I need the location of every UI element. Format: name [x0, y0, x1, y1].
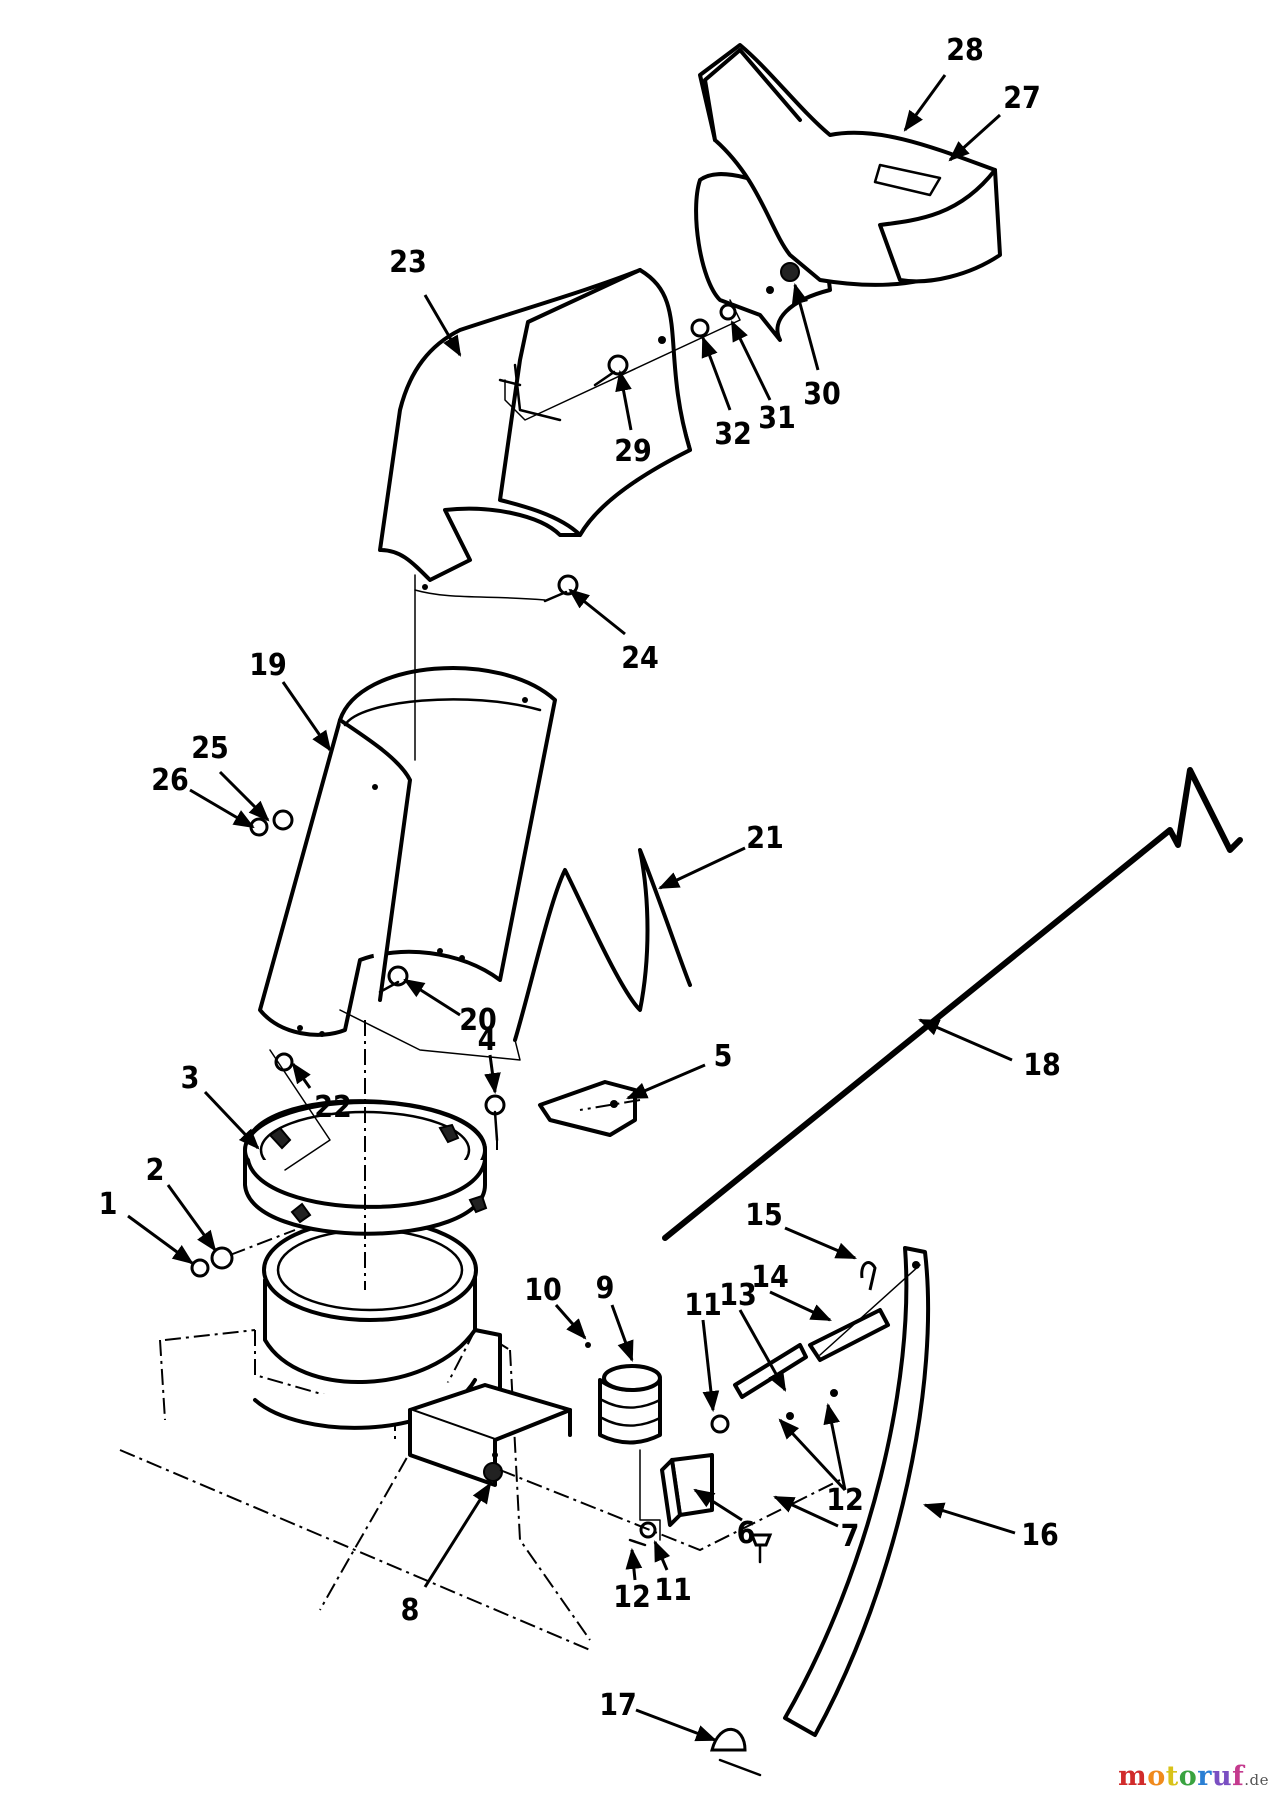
callout-22: 22 [314, 1090, 352, 1125]
pivot-bracket [538, 1080, 637, 1137]
watermark-letter: f [1232, 1761, 1245, 1792]
chute-base-adapter [253, 1218, 502, 1430]
callout-12-right: 12 [826, 1483, 864, 1518]
callout-11-upper: 11 [684, 1288, 722, 1323]
callout-16: 16 [1021, 1518, 1059, 1553]
callout-leaders [127, 74, 1016, 1742]
watermark-letter: o [1147, 1761, 1166, 1792]
chute-spring-wire [513, 848, 692, 1042]
watermark-letter: o [1178, 1761, 1198, 1792]
callout-11-lower: 11 [654, 1573, 692, 1608]
callout-23: 23 [389, 245, 427, 280]
callout-24: 24 [621, 641, 659, 676]
callout-2: 2 [146, 1153, 165, 1188]
callout-18: 18 [1023, 1048, 1061, 1083]
callout-19: 19 [249, 648, 287, 683]
upper-chute [378, 268, 692, 590]
callout-9: 9 [596, 1271, 615, 1306]
watermark-suffix: .de [1244, 1771, 1269, 1789]
callout-32: 32 [714, 417, 752, 452]
fasteners [190, 303, 838, 1777]
callout-10: 10 [524, 1273, 562, 1308]
callout-21: 21 [746, 821, 784, 856]
callout-1: 1 [99, 1187, 118, 1222]
callout-27: 27 [1003, 81, 1041, 116]
control-rod [662, 767, 1243, 1241]
callout-12-lower: 12 [613, 1580, 651, 1615]
callout-14: 14 [751, 1260, 789, 1295]
callout-13: 13 [719, 1278, 757, 1313]
callout-25: 25 [191, 731, 229, 766]
callout-17: 17 [599, 1688, 637, 1723]
control-hardware [598, 1261, 890, 1564]
callout-31: 31 [758, 401, 796, 436]
watermark-letter: u [1211, 1761, 1233, 1792]
callout-20: 20 [459, 1003, 497, 1038]
callout-28: 28 [946, 33, 984, 68]
callout-5: 5 [714, 1039, 733, 1074]
callout-4: 4 [478, 1023, 497, 1058]
callout-26: 26 [151, 763, 189, 798]
watermark-letter: m [1118, 1761, 1148, 1792]
callout-8: 8 [401, 1593, 420, 1628]
callout-6: 6 [737, 1516, 756, 1551]
motoruf-watermark-logo: motoruf.de [1118, 1761, 1269, 1792]
watermark-letter: t [1165, 1761, 1179, 1792]
lower-chute [258, 666, 557, 1037]
callout-numbers: 1 2 3 4 5 6 7 8 9 10 11 11 12 12 13 14 1… [99, 33, 1061, 1723]
chute-deflector [694, 43, 1002, 342]
watermark-letter: r [1197, 1761, 1212, 1792]
callout-29: 29 [614, 434, 652, 469]
callout-7: 7 [841, 1519, 860, 1554]
callout-30: 30 [803, 377, 841, 412]
callout-3: 3 [181, 1061, 200, 1096]
callout-15: 15 [745, 1198, 783, 1233]
